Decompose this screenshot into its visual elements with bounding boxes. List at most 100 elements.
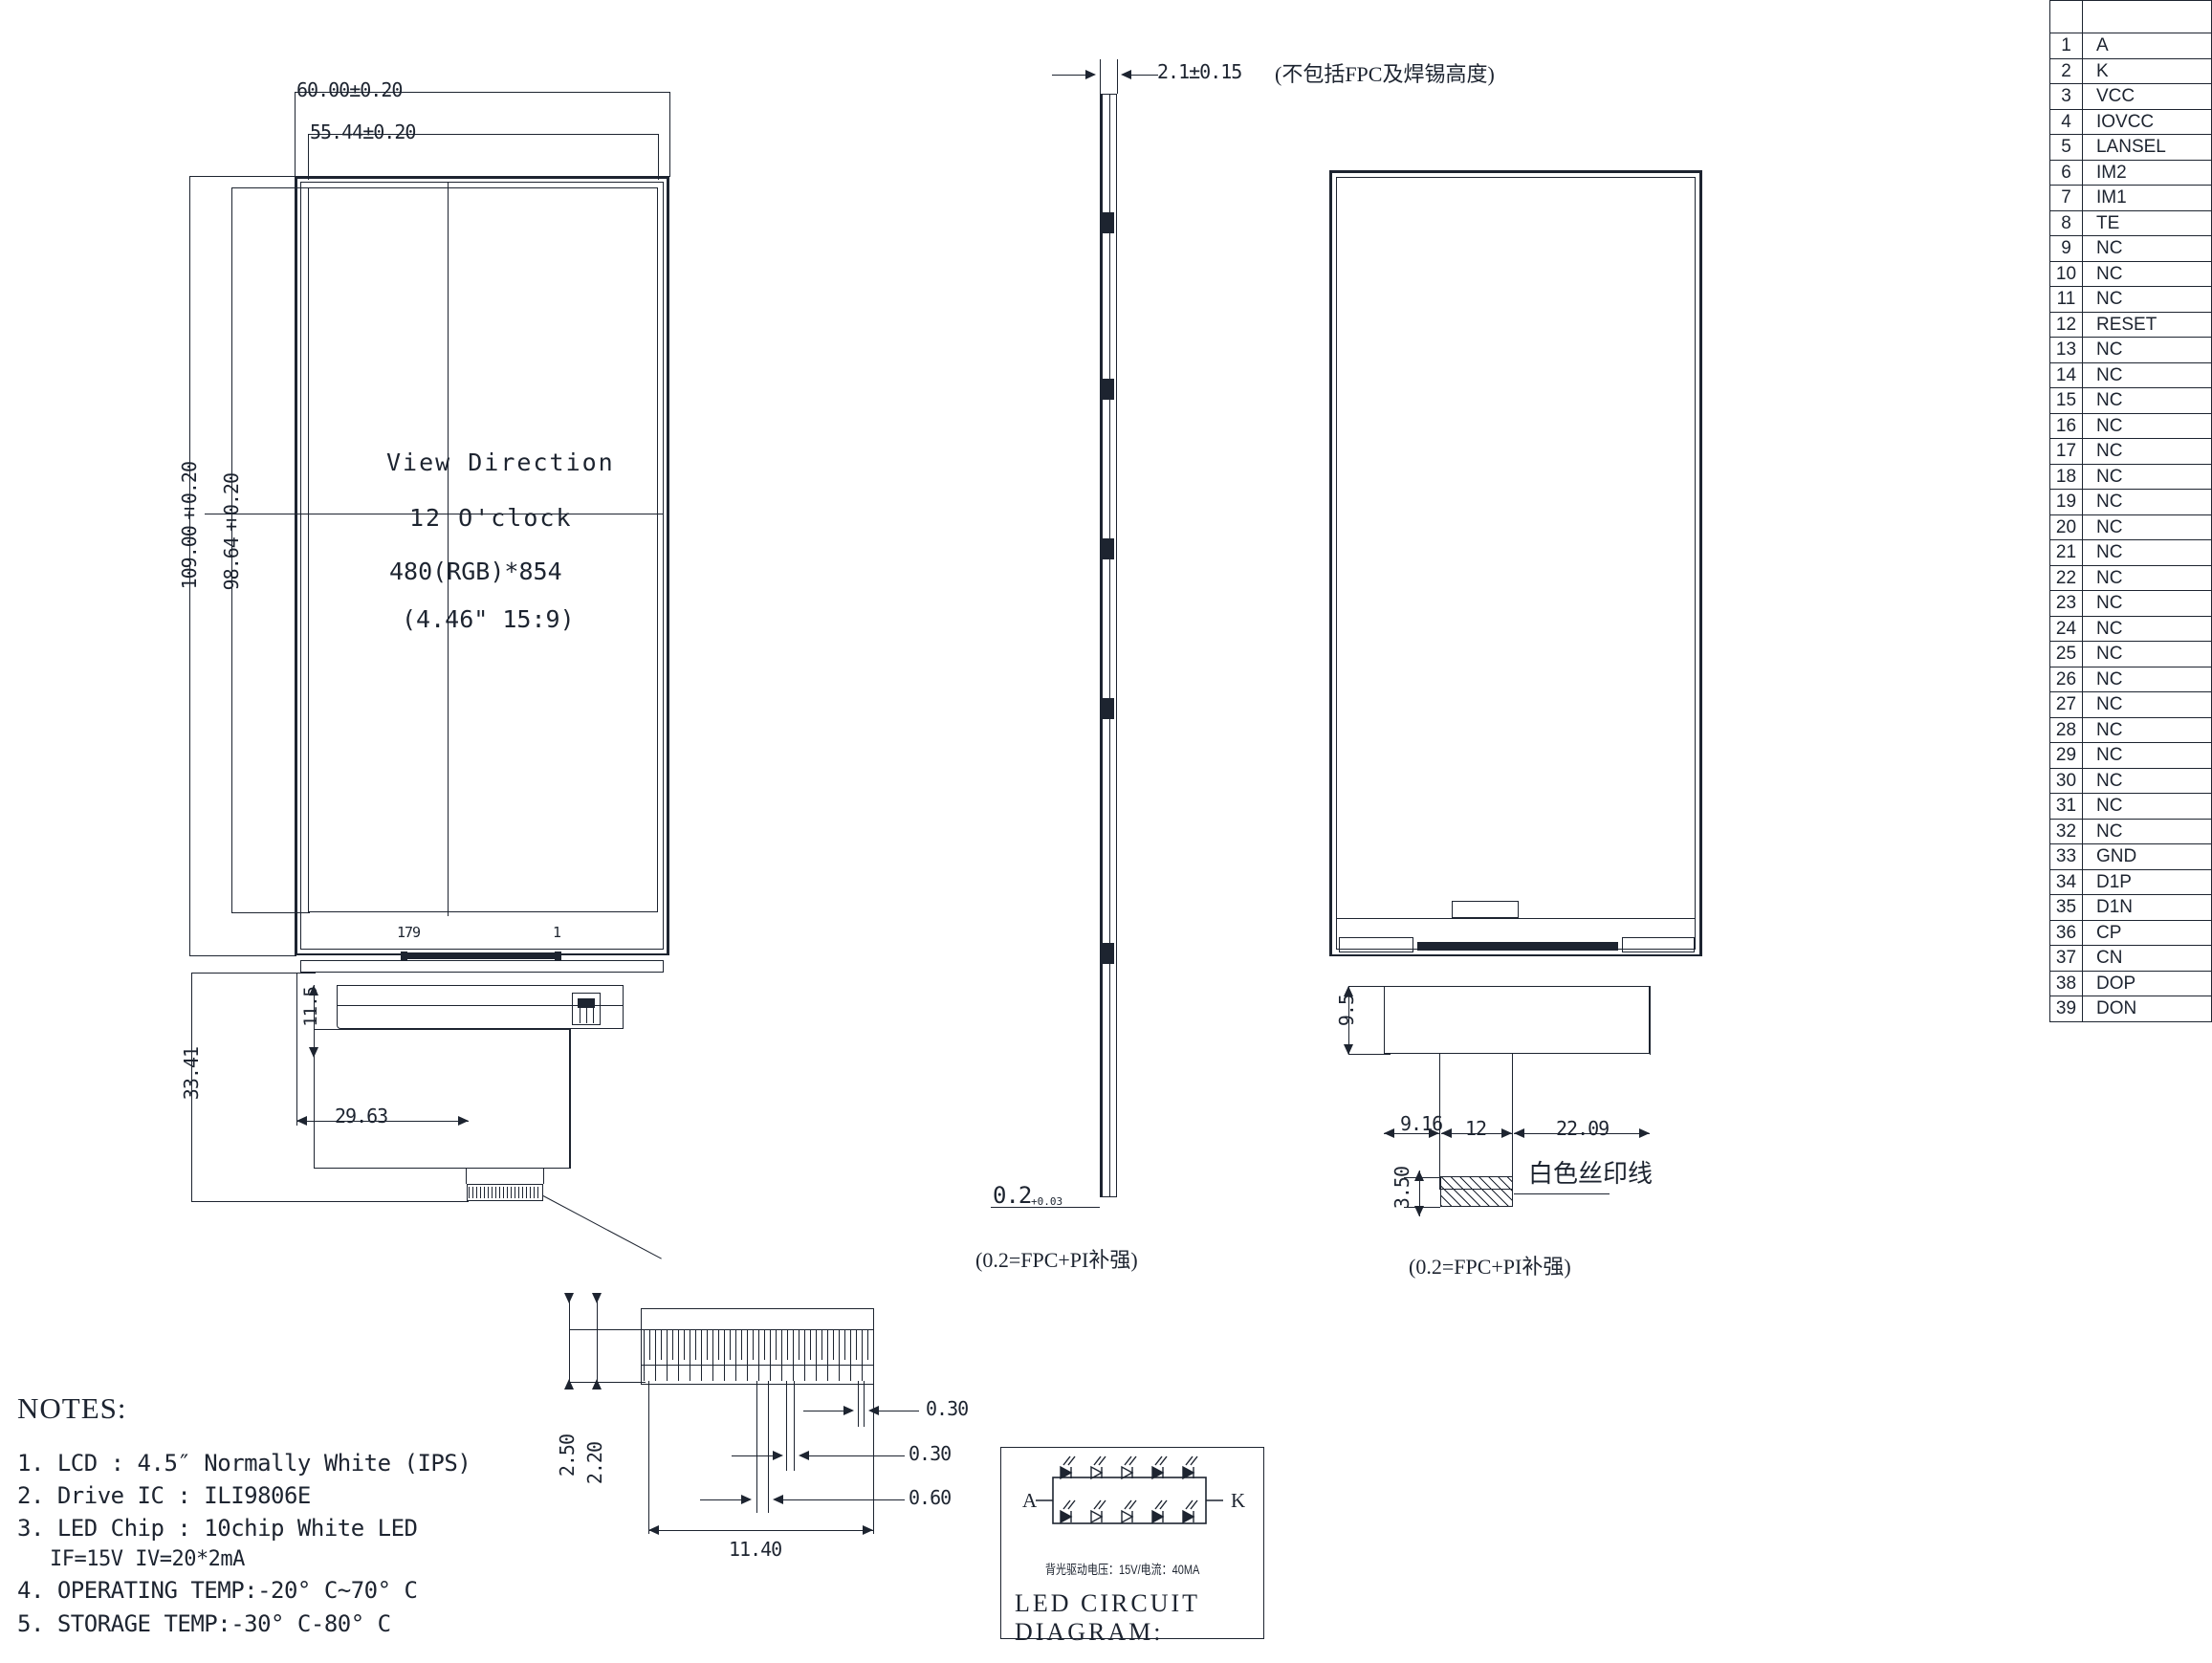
- pin-name-cell: RESET: [2081, 311, 2212, 338]
- dim-arrow-2-1-left: [1085, 70, 1096, 79]
- dim-arrow-0-30-b-left: [799, 1451, 809, 1460]
- dim-label-29-63: 29.63: [335, 1105, 388, 1127]
- pin-number-cell: 5: [2049, 134, 2083, 161]
- pin-number-cell: 38: [2049, 970, 2083, 996]
- silkscreen-leader: [1514, 1193, 1610, 1194]
- pin-number-cell: 21: [2049, 539, 2083, 566]
- zif-pin-3: [593, 1008, 594, 1023]
- pin-name-cell: NC: [2081, 489, 2212, 515]
- ext-line-5544-right: [658, 134, 659, 180]
- pin-name-cell: NC: [2081, 438, 2212, 465]
- pin-number-cell: 28: [2049, 716, 2083, 743]
- pin-number-cell: 9: [2049, 235, 2083, 262]
- ext-line-11-40-right: [873, 1381, 874, 1534]
- centerline-vertical: [448, 182, 449, 916]
- dim-label-fpc-thickness: 0.2: [993, 1182, 1032, 1209]
- rear-fpc-bond-bar: [1417, 942, 1618, 951]
- panel-bottom-frame: [300, 960, 664, 973]
- pin-number-1: 1: [553, 924, 561, 941]
- rear-view: 9.5 9.16 12 22.09 3.50 白色丝印线 (0.2=FPC+PI…: [1281, 0, 2047, 1301]
- ext-pitch-c-1: [756, 1381, 757, 1513]
- side-thickness-edge-a: [1100, 59, 1101, 94]
- dim-arrow-29-63-right: [458, 1116, 469, 1126]
- pin-number-cell: 14: [2049, 361, 2083, 388]
- dim-line-5544: [308, 134, 658, 135]
- pin-number-cell: 23: [2049, 590, 2083, 617]
- fpc-golden-finger: [467, 1184, 543, 1201]
- dim-line-11-5: [314, 985, 315, 1058]
- dim-arrow-3-50-up: [1414, 1171, 1424, 1181]
- note-text: 4. OPERATING TEMP:-20° C~70° C: [17, 1577, 418, 1605]
- dim-line-11-40: [648, 1530, 873, 1531]
- fpc-bond-bar-left-pad: [401, 952, 407, 960]
- rear-bond-left-frame: [1339, 937, 1413, 952]
- note-item: 3. LED Chip : 10chip White LED IF=15V IV…: [17, 1512, 471, 1574]
- pin-name-cell: NC: [2081, 235, 2212, 262]
- pin-name-cell: D1N: [2081, 894, 2212, 921]
- fpc-tail-right-edge: [570, 1029, 571, 1169]
- ext-line-109-top: [189, 176, 296, 177]
- led-anode-label: A: [1022, 1489, 1038, 1512]
- pin-number-cell: 37: [2049, 945, 2083, 972]
- dim-arrow-29-63-left: [296, 1116, 307, 1126]
- dim-line-0-30-b-right: [809, 1455, 905, 1456]
- rear-right-edge-heavy: [1699, 170, 1701, 956]
- pin-table-header-row: [2049, 0, 2212, 33]
- dim-label-12: 12: [1465, 1117, 1487, 1140]
- fpc-bond-bar: [402, 952, 560, 959]
- ext-line-9-5-bottom: [1348, 1054, 1391, 1055]
- notes-title: NOTES:: [17, 1391, 127, 1425]
- silkscreen-label: 白色丝印线: [1528, 1160, 1654, 1188]
- side-notch-1: [1103, 212, 1114, 233]
- ext-pitch-a-2: [864, 1381, 865, 1427]
- front-view: 60.00±0.20 55.44±0.20 View Direction 12 …: [0, 0, 727, 1259]
- pin-name-cell: IM1: [2081, 185, 2212, 211]
- dim-arrow-0-60-right: [741, 1495, 752, 1504]
- pin-number-cell: 10: [2049, 260, 2083, 287]
- dim-line-0-60-left: [700, 1499, 743, 1500]
- pin-number-cell: 4: [2049, 108, 2083, 135]
- dim-line-0-30-b-left: [732, 1455, 775, 1456]
- pin-name-cell: IM2: [2081, 159, 2212, 186]
- fpc-detail-body: [641, 1308, 874, 1385]
- rear-tab-notch: [1452, 901, 1519, 918]
- dim-arrow-22-09-left: [1514, 1128, 1524, 1138]
- rear-fpc-note: (0.2=FPC+PI补强): [1409, 1255, 1571, 1279]
- dim-underline-0-2: [991, 1207, 1100, 1208]
- ext-line-3-50-bottom: [1404, 1207, 1440, 1208]
- rear-fpc-tail-top: [1384, 986, 1650, 1054]
- pin-number-cell: 35: [2049, 894, 2083, 921]
- note-text: 2. Drive IC : ILI9806E: [17, 1482, 311, 1510]
- led-spec-note: 背光驱动电压：15V/电流：40MA: [1045, 1563, 1200, 1578]
- ext-line-33-41-bottom: [191, 1201, 469, 1202]
- pin-name-cell: NC: [2081, 691, 2212, 718]
- pin-number-cell: 11: [2049, 286, 2083, 313]
- dim-label-11-5: 11.5: [300, 987, 321, 1027]
- rear-bond-right-frame: [1622, 937, 1695, 952]
- panel-top-edge-heavy: [295, 177, 669, 179]
- note-text: 5. STORAGE TEMP:-30° C-80° C: [17, 1609, 391, 1637]
- pin-name-cell: NC: [2081, 793, 2212, 820]
- dim-line-33-41: [191, 973, 192, 1202]
- dim-arrow-12-left: [1441, 1128, 1452, 1138]
- led-cathode-label: K: [1231, 1489, 1246, 1512]
- zif-connector-body: [572, 993, 601, 1025]
- pin-number-cell: 30: [2049, 767, 2083, 794]
- side-notch-3: [1103, 538, 1114, 559]
- note-text: 1. LCD : 4.5″ Normally White (IPS): [17, 1450, 471, 1477]
- dim-arrow-9-5-down: [1344, 1044, 1353, 1055]
- side-profile-left-heavy: [1101, 94, 1103, 1197]
- pin-name-cell: NC: [2081, 387, 2212, 414]
- dim-line-9864: [231, 187, 232, 912]
- ext-line-9-5-top: [1348, 986, 1391, 987]
- pin-number-cell: 33: [2049, 843, 2083, 870]
